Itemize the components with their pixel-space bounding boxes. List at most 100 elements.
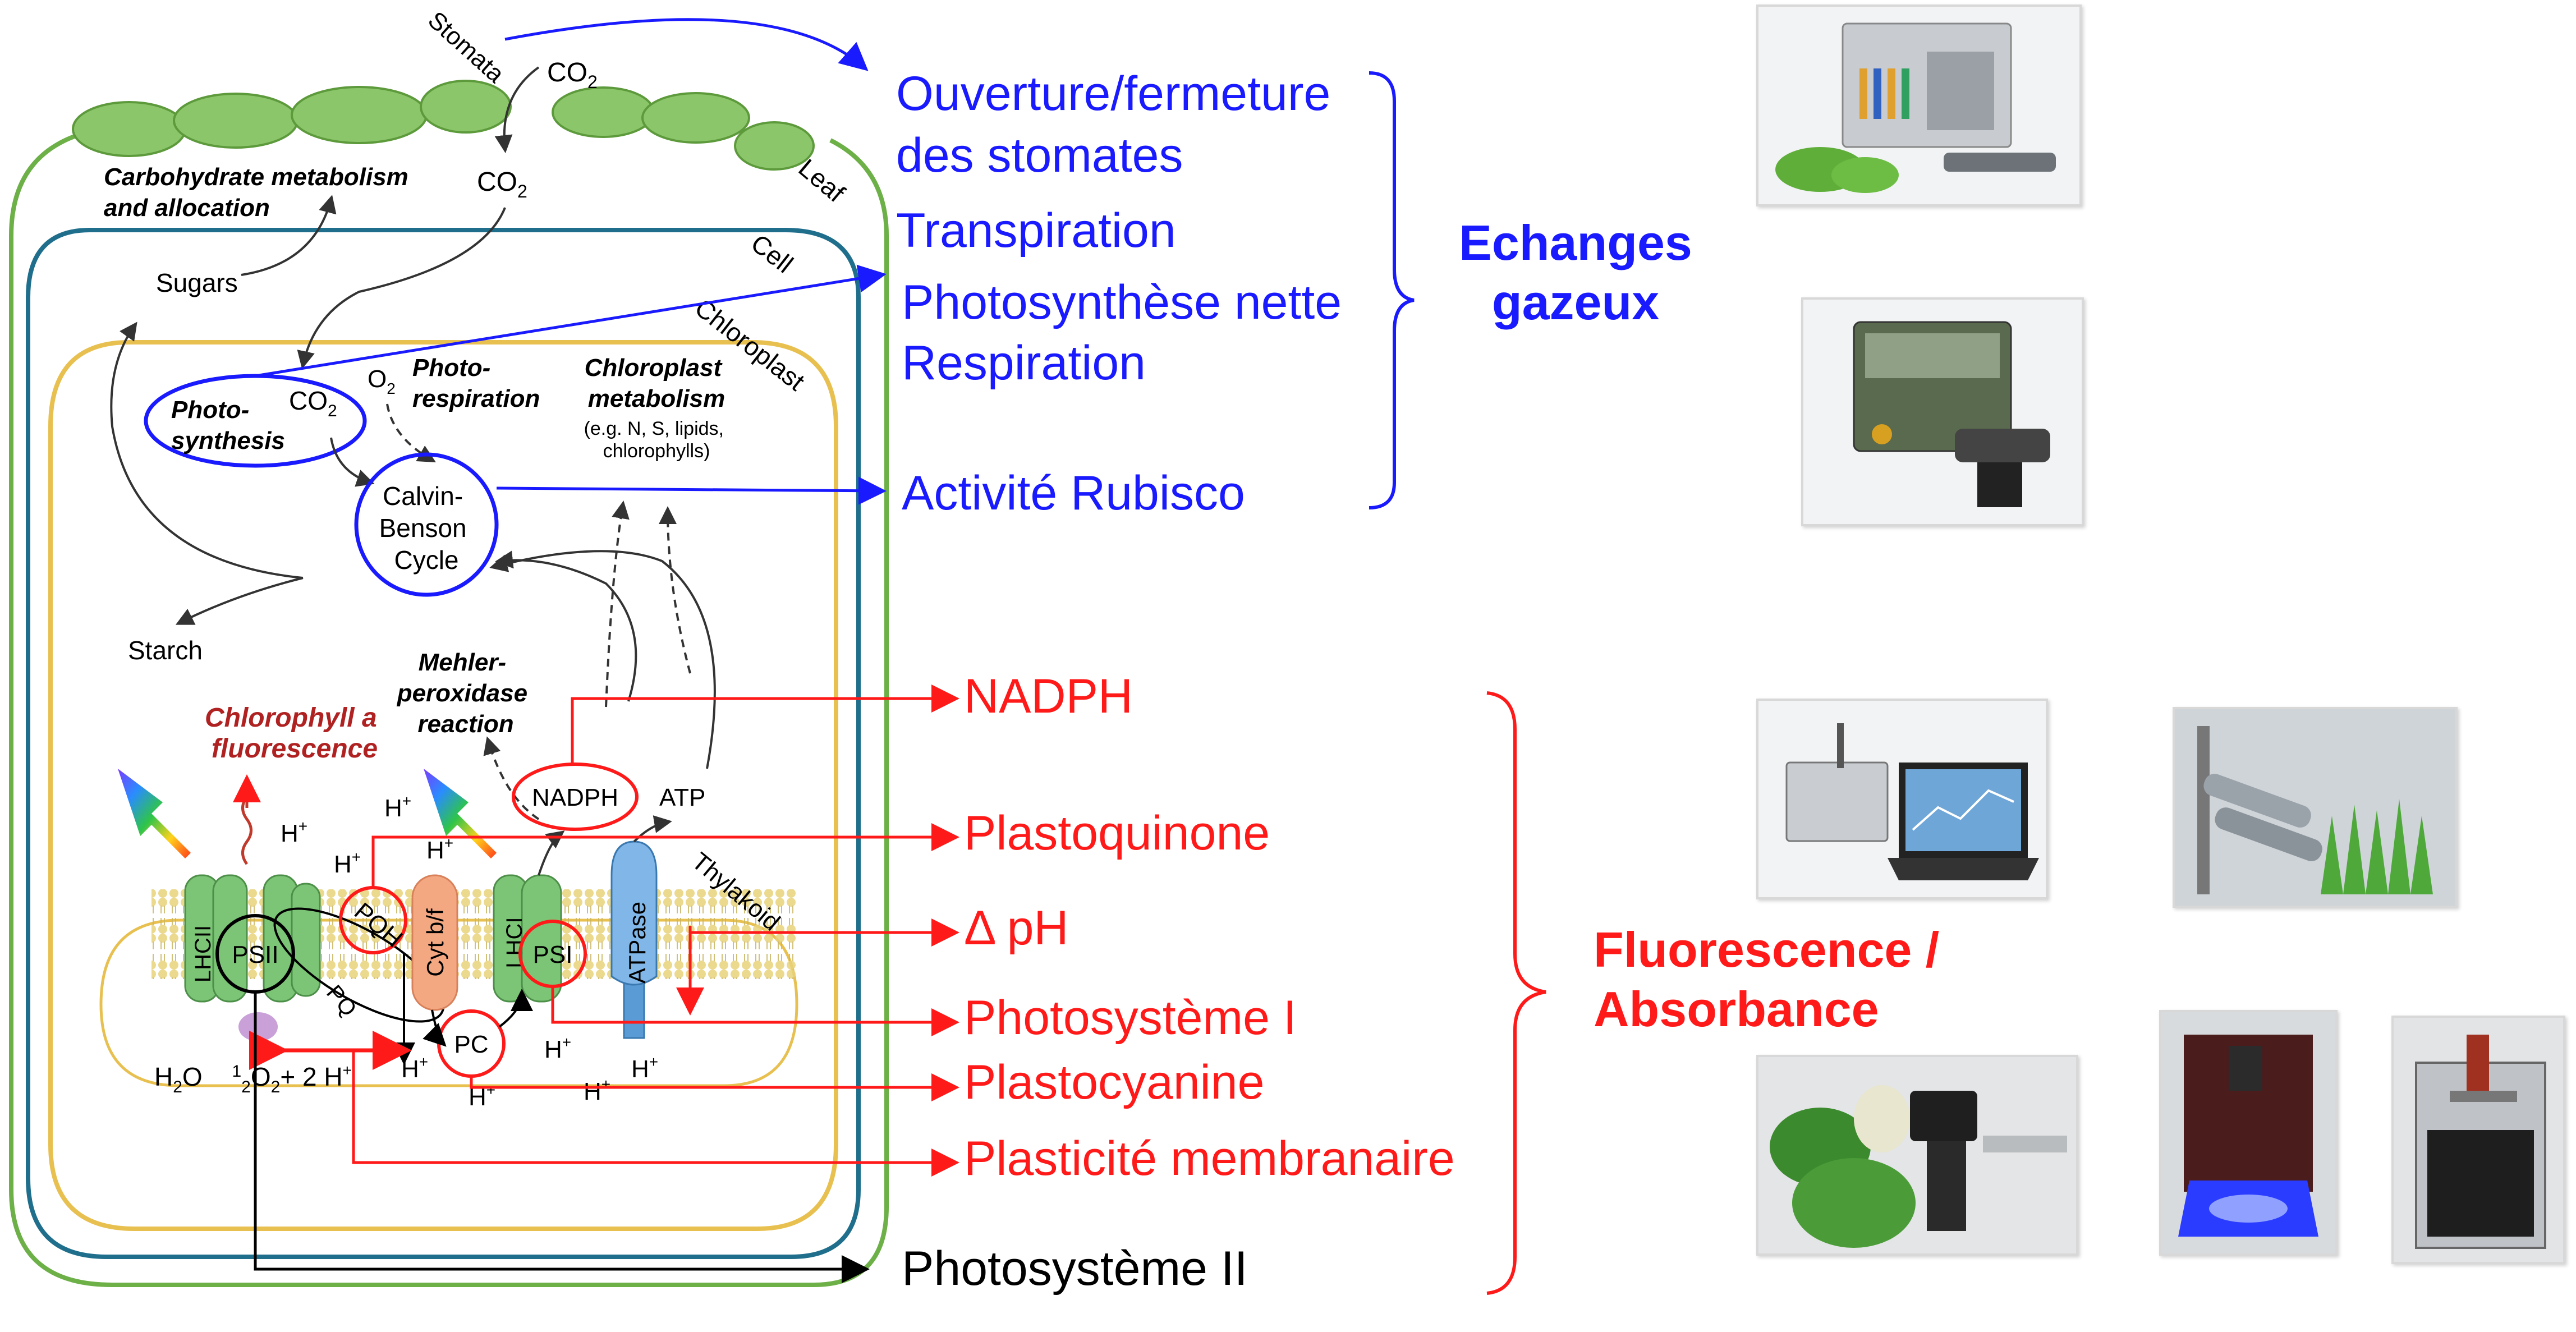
lhci-complex [493,874,562,1003]
photosynthesis-label: Photo- synthesis [171,396,285,454]
cell-label: Cell [746,228,798,279]
calvin-connector [496,476,887,505]
co2-in-label: CO2 [547,58,598,92]
plastoquinone-connector [371,823,959,889]
nadph-oval [512,763,639,831]
fluo-item-membrane: Plasticité membranaire [964,1132,1455,1186]
gas-item-transpiration: Transpiration [896,204,1176,258]
oec-blob [238,1012,278,1041]
cytbf-complex [411,874,458,1011]
proton-labels: H+ H+ H+ H+ H+ H+ H+ H+ H+ [281,792,658,1111]
svg-text:H+: H+ [584,1076,610,1105]
svg-text:H+: H+ [401,1053,428,1083]
fluorescence-wave [241,796,252,865]
imaging-cabinet-illustration [2394,1018,2563,1262]
gas-item-stomata-2: des stomates [896,128,1183,182]
membrane-connector [352,1052,959,1177]
carbon-to-calvin-arrow [330,437,375,487]
co2-to-calvin-arrow [297,207,506,369]
psii-label: PSII [232,941,278,968]
atp-label: ATP [659,784,705,811]
plastocyanine-connector [470,1073,959,1101]
fluorometer-leaf-illustration [1758,1057,2076,1253]
fluo-item-plastoquinone: Plastoquinone [964,806,1270,860]
psi-to-nadph-arrow [538,830,565,876]
photo-fluorometer-laptop [1756,699,2048,899]
pq-pool [273,907,445,1023]
fluo-item-psi: Photosystème I [964,991,1297,1045]
chloroplast-metabolism-label: Chloroplast metabolism [585,354,729,412]
svg-text:H+: H+ [631,1053,658,1083]
to-metabolism-dashed-1 [605,500,630,708]
gas-exchange-brace [1369,71,1415,509]
calvin-cycle-circle [354,452,499,597]
svg-text:H+: H+ [426,834,453,864]
calvin-cycle-label: Calvin- Benson Cycle [379,481,474,575]
atp-to-calvin-arrow [489,550,716,769]
photo-gas-analyzer-1 [1756,4,2082,206]
cytbf-to-pc-arrow [423,1009,447,1047]
epidermis-cells [72,80,815,171]
nadph-label: NADPH [532,784,618,811]
psi-label: PSI [533,941,573,968]
sugars-to-carb-arrow [241,195,337,276]
svg-text:H+: H+ [384,792,411,822]
svg-text:H+: H+ [334,848,361,878]
fluo-item-plastocyanine: Plastocyanine [964,1055,1265,1109]
fluorometer-laptop-illustration [1758,701,2046,897]
water-splitting-label: H2O 12O2+ 2 H+ [154,1062,352,1096]
chloroplast-metabolism-examples: (e.g. N, S, lipids, chlorophylls) [584,418,729,462]
gas-item-stomata-1: Ouverture/fermeture [896,67,1331,121]
gas-analyzer-illustration-2 [1803,300,2082,524]
psii-connector [254,992,870,1283]
starch-label: Starch [128,636,203,665]
stomata-connector [504,18,869,71]
cytbf-label: Cyt b/f [422,908,448,977]
calvin-to-sugars-arrow [110,321,304,579]
calvin-to-starch-arrow [175,577,304,625]
svg-text:H+: H+ [281,817,307,847]
lhcii-label: LHCII [191,925,215,982]
psi-connector [551,986,959,1036]
sugars-label: Sugars [156,268,238,297]
atpase-to-atp-arrow [633,815,672,843]
photorespiration-arrow [386,403,436,462]
gas-exchange-category: Echanges gazeux [1458,213,1693,332]
co2-mid-label: CO2 [477,167,527,201]
fluo-item-psii: Photosystème II [902,1242,1248,1296]
stomata-label: Stomata [423,6,509,88]
photo-fluorometer-grass [2173,707,2458,908]
leaf-outline [9,127,889,1287]
fluorometer-grass-illustration [2175,709,2455,906]
photosynthesis-connector [255,264,887,378]
carb-metab-label: Carbohydrate metabolism and allocation [104,163,415,222]
gas-item-respiration: Respiration [902,336,1146,390]
imaging-blue-illustration [2161,1012,2335,1253]
pc-to-psi-arrow [498,989,533,1028]
mehler-label: Mehler- peroxidase reaction [397,649,535,738]
gas-analyzer-illustration-1 [1758,7,2079,204]
photo-imaging-blue [2159,1010,2338,1256]
fluorescence-title-1: Fluorescence / [1594,922,1940,977]
nadph-to-calvin-arrow [495,550,637,702]
svg-text:H+: H+ [544,1034,571,1063]
fluo-item-delta-ph: Δ pH [964,901,1069,955]
gas-item-rubisco: Activité Rubisco [902,466,1245,520]
chl-fluorescence-label: Chlorophyll a fluorescence [205,703,384,764]
co2-entry-arrow [494,66,540,153]
gas-exchange-title-2: gazeux [1491,274,1660,330]
atpase-head [610,840,658,986]
fluorescence-category: Fluorescence / Absorbance [1594,920,1939,1039]
photo-imaging-cabinet [2391,1016,2565,1264]
co2-inner-label: CO2 [289,386,337,420]
photorespiration-label: Photo- respiration [412,354,540,412]
mehler-arrow [483,736,540,820]
gas-item-photosynthese-nette: Photosynthèse nette [902,275,1342,329]
photo-fluorometer-leaf [1756,1055,2078,1256]
to-metabolism-dashed-2 [659,506,691,674]
pc-label: PC [454,1031,488,1058]
fluorescence-title-2: Absorbance [1594,981,1879,1037]
cell-outline [26,228,861,1259]
photo-gas-analyzer-2 [1801,297,2084,526]
